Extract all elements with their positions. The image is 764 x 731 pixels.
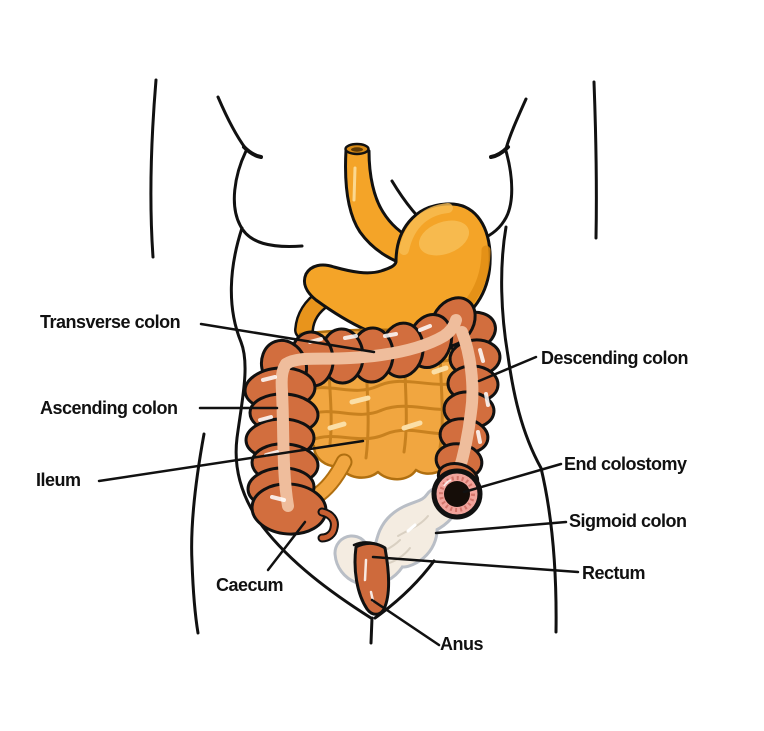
label-caecum: Caecum — [216, 575, 284, 595]
rectum-body — [353, 541, 391, 616]
stomach-highlight-band — [399, 203, 453, 255]
label-ascending-colon: Ascending colon — [40, 398, 178, 418]
esophagus-glint — [352, 166, 357, 202]
leader-descending-colon — [477, 355, 538, 383]
left-breast-line — [232, 149, 304, 248]
label-sigmoid-colon: Sigmoid colon — [569, 511, 687, 531]
left-arm-line — [149, 78, 158, 259]
right-shoulder-line — [504, 97, 528, 151]
leader-lines — [97, 322, 580, 647]
leader-anus — [370, 598, 441, 647]
right-waist-hip-line — [500, 225, 558, 634]
leader-sigmoid-colon — [434, 520, 568, 535]
left-armpit-hook — [242, 145, 263, 159]
label-rectum: Rectum — [582, 563, 646, 583]
stomach-highlight — [418, 220, 470, 256]
colon-glints — [258, 324, 490, 502]
leader-ileum — [97, 439, 365, 483]
label-descending-colon: Descending colon — [541, 348, 689, 368]
label-anus: Anus — [440, 634, 484, 654]
label-end-colostomy: End colostomy — [564, 454, 687, 474]
right-armpit-hook — [489, 145, 510, 159]
left-shoulder-line — [216, 95, 248, 151]
left-hip-line — [190, 432, 206, 635]
colon-shape — [243, 296, 502, 543]
right-arm-line — [592, 80, 598, 240]
ileum-terminal-fill — [308, 455, 351, 504]
colostomy-stoma — [431, 468, 483, 520]
left-waist-groin-line — [229, 226, 373, 620]
perineum-line — [369, 616, 374, 645]
colon-stripe — [275, 314, 479, 512]
label-ileum: Ileum — [36, 470, 81, 490]
rectum-shape — [353, 541, 391, 616]
leader-caecum — [266, 520, 307, 572]
label-transverse-colon: Transverse colon — [40, 312, 181, 332]
leader-rectum — [371, 555, 580, 574]
esophagus-opening-inner — [351, 147, 363, 152]
leader-end-colostomy — [462, 462, 563, 494]
leader-transverse-colon — [199, 322, 376, 354]
appendix-fill — [319, 509, 337, 541]
